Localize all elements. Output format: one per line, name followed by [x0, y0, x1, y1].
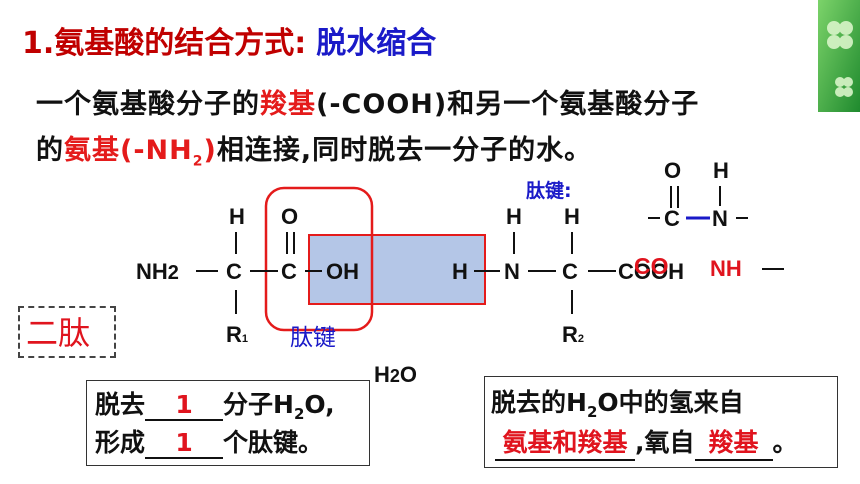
paragraph-line-2: 的氨基(-NH2)相连接,同时脱去一分子的水。 — [36, 128, 592, 169]
bond-nitrogen: N — [712, 206, 728, 231]
aa1-hydrogen: H — [229, 204, 245, 229]
bond-hydrogen: H — [713, 158, 729, 183]
bond-oxygen: O — [664, 158, 682, 183]
aa1-amino-group: NH2 — [136, 259, 179, 284]
title-text: 氨基酸的结合方式: — [54, 26, 307, 61]
overlay-co: CO — [634, 253, 669, 279]
para-amino: 氨基(-NH2) — [64, 135, 217, 170]
aa2-nitrogen: N — [504, 259, 520, 284]
aa2-hydrogen-c: H — [564, 204, 580, 229]
answer-bond-count: 1 — [175, 428, 193, 457]
answer-hydrogen-source: 氨基和羧基 — [502, 428, 628, 457]
aa1-oxygen: O — [281, 204, 299, 229]
para-text: 相连接,同时脱去一分子的水。 — [216, 135, 593, 166]
bond-carbon: C — [664, 206, 680, 231]
para-text: 一个氨基酸分子的 — [36, 89, 260, 120]
para-carboxyl: 羧基 — [260, 89, 316, 120]
paragraph-line-1: 一个氨基酸分子的羧基(-COOH)和另一个氨基酸分子 — [36, 82, 699, 121]
water-formula: H2O — [374, 362, 418, 387]
aa2-carboxyl: COOH — [618, 259, 684, 284]
page-title: 1.氨基酸的结合方式: 脱水缩合 — [22, 18, 436, 62]
para-text: (-COOH)和另一个氨基酸分子 — [316, 89, 700, 120]
answer-water-count: 1 — [175, 390, 193, 419]
aa2-hydrogen: H — [452, 259, 468, 284]
aa2-r-group: R2 — [562, 322, 585, 347]
water-highlight-box — [308, 234, 486, 305]
box-right-line-2: 氨基和羧基,氧自羧基。 — [495, 423, 798, 461]
answer-oxygen-source: 羧基 — [708, 428, 759, 457]
aa2-hydrogen-n: H — [506, 204, 522, 229]
para-text: 的 — [36, 135, 64, 166]
title-number: 1. — [22, 26, 55, 61]
answer-box-right: 脱去的H2O中的氢来自 氨基和羧基,氧自羧基。 — [484, 376, 838, 468]
box-right-line-1: 脱去的H2O中的氢来自 — [491, 388, 744, 421]
title-method: 脱水缩合 — [316, 26, 437, 61]
overlay-nh: NH — [710, 256, 742, 281]
aa2-alpha-carbon: C — [562, 259, 578, 284]
aa1-r-group: R1 — [226, 322, 249, 347]
dipeptide-label: 二肽 — [26, 314, 91, 352]
peptide-bond-label-top: 肽键: — [526, 180, 572, 202]
aa1-alpha-carbon: C — [226, 259, 242, 284]
carboxyl-outline — [264, 186, 374, 332]
dipeptide-frame — [18, 306, 116, 358]
aa1-hydroxyl: OH — [326, 259, 359, 284]
aa1-carboxyl-carbon: C — [281, 259, 297, 284]
clover-decoration-icon — [818, 0, 860, 112]
peptide-bond-label: 肽键 — [290, 325, 336, 351]
